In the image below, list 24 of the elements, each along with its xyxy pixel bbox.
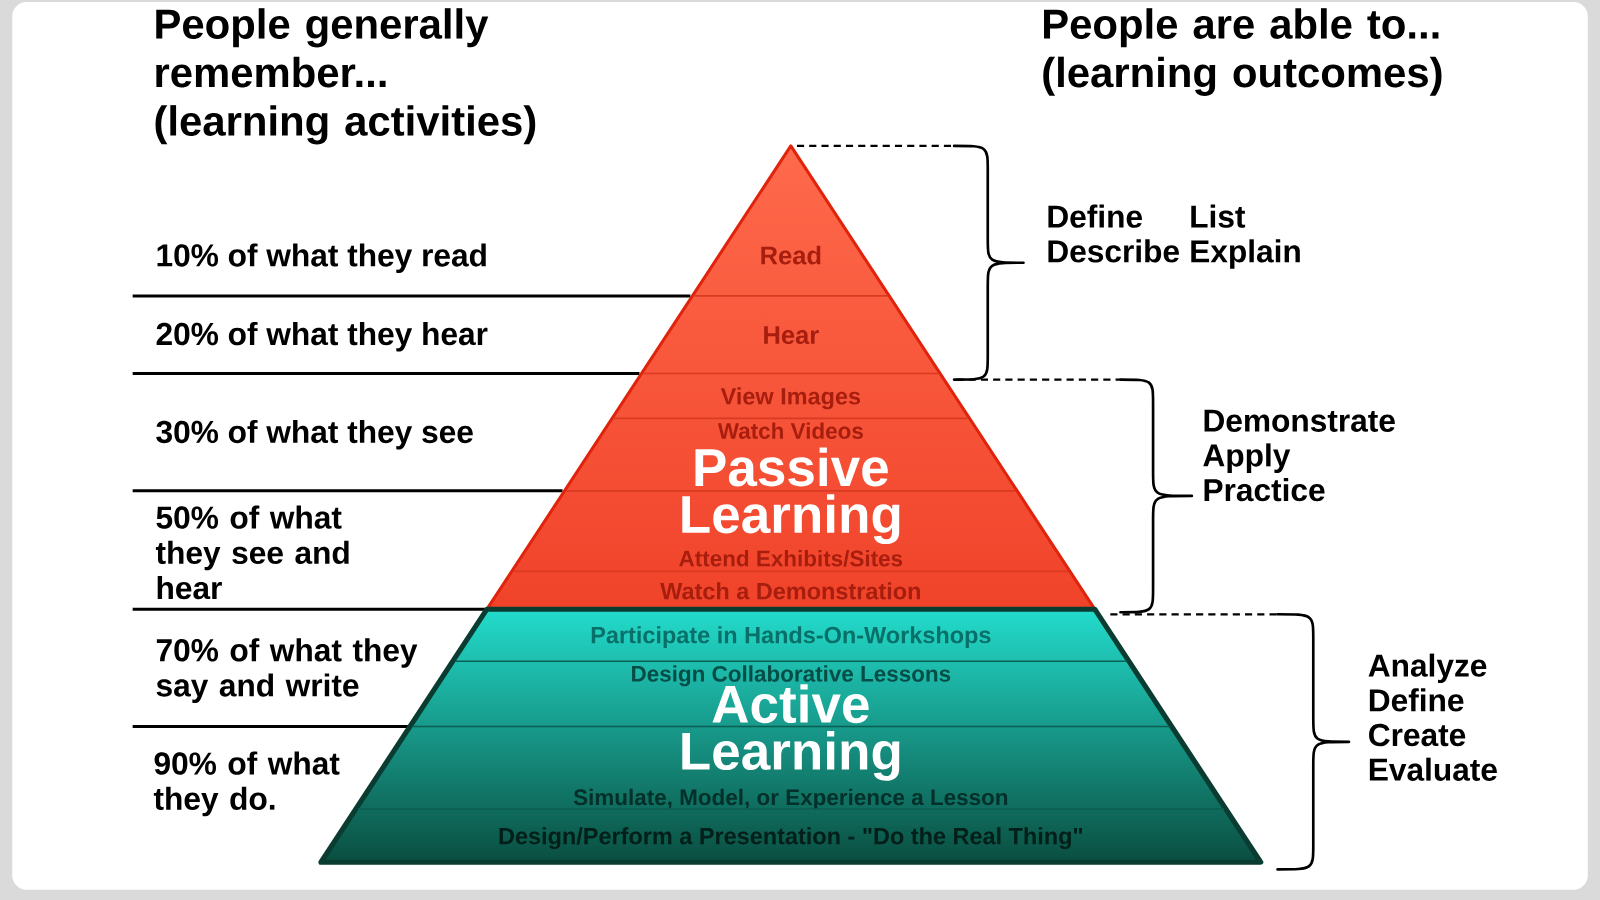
row-label: Attend Exhibits/Sites (679, 550, 903, 567)
outcome-verb: Define (1369, 688, 1464, 712)
row-label: Hear (764, 326, 819, 345)
retention-text: 20% of what they hear (156, 321, 488, 352)
column-heading: People are able to... (learning outcomes) (1043, 8, 1442, 96)
outcome-verb: Analyze (1368, 653, 1487, 684)
row-label: Read (761, 245, 821, 265)
outcome-verb: Practice (1204, 478, 1325, 502)
column-heading: People generally remember... (learning activities) (155, 8, 536, 145)
row-label: Design/Perform a Presentation - "Do the Real Thing" (499, 827, 1083, 850)
row-label: Watch a Demonstration (660, 582, 920, 600)
row-label: Participate in Hands-On-Workshops (591, 626, 991, 648)
row-label: Simulate, Model, or Experience a Lesson (573, 788, 1008, 810)
retention-text: 10% of what they read (157, 243, 486, 273)
outcome-verb: Evaluate (1369, 757, 1497, 781)
row-label: View Images (720, 387, 861, 410)
retention-text: 30% of what they see (156, 419, 473, 450)
outcome-verb: Explain (1191, 239, 1300, 269)
outcome-verb: List (1191, 204, 1246, 228)
outcome-verb: Apply (1203, 443, 1291, 473)
outcome-verb: Demonstrate (1204, 409, 1395, 432)
outcome-verb: Create (1369, 723, 1466, 747)
retention-text: 50% of what they see and hear (155, 505, 349, 600)
row-label: Watch Videos (717, 422, 863, 439)
